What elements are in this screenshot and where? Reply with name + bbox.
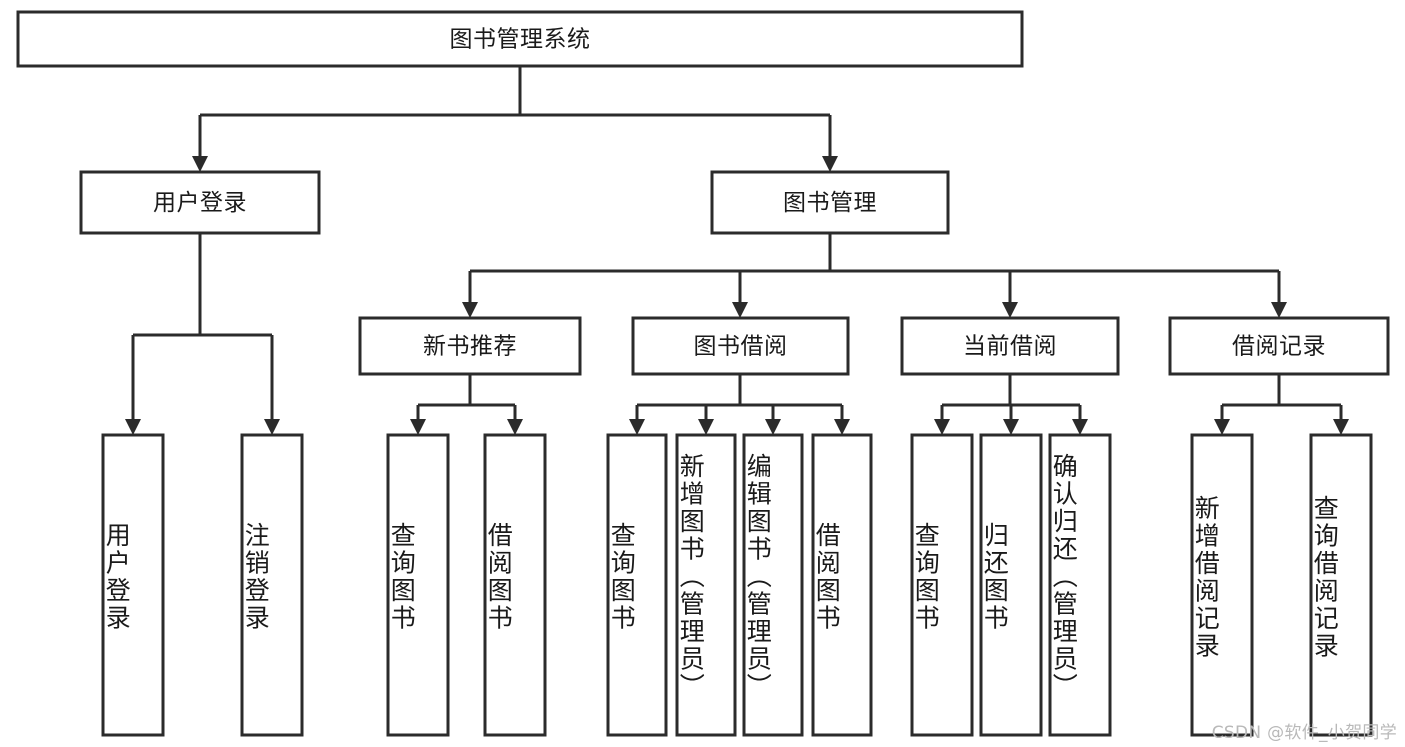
conn-bb-to-add-head <box>698 419 714 435</box>
conn-cb-to-query-head <box>934 419 950 435</box>
node-box-borrow-record[interactable] <box>1168 316 1390 376</box>
boxes-layer <box>16 10 1390 737</box>
conn-br-to-query <box>1333 405 1349 435</box>
conn-root-to-book-management-head <box>822 156 838 172</box>
node-box-leaf-query-borrow-record[interactable] <box>1309 433 1373 737</box>
conn-br-to-query-head <box>1333 419 1349 435</box>
conn-cb-to-return <box>1003 405 1019 435</box>
watermark-text: CSDN @软件_小贺同学 <box>1211 723 1397 743</box>
node-label-root: 图书管理系统 <box>450 27 591 53</box>
node-label-book-borrow: 图书借阅 <box>694 334 788 360</box>
conn-bb-to-borrow <box>834 405 850 435</box>
connectors-layer <box>125 66 1349 435</box>
node-box-new-book-recommend[interactable] <box>358 316 582 376</box>
conn-br-to-add-head <box>1214 419 1230 435</box>
conn-cb-to-confirm <box>1072 405 1088 435</box>
conn-ul-to-logout-head <box>264 419 280 435</box>
conn-ul-to-login <box>125 335 141 435</box>
conn-bm-to-record-head <box>1271 302 1287 318</box>
node-box-root[interactable] <box>16 10 1024 68</box>
node-box-leaf-borrow-book-recommend[interactable] <box>483 433 547 737</box>
conn-bb-to-query <box>629 405 645 435</box>
conn-rec-to-borrow-head <box>507 419 523 435</box>
node-box-leaf-query-book-recommend[interactable] <box>386 433 450 737</box>
conn-bb-to-add <box>698 405 714 435</box>
node-box-book-borrow[interactable] <box>631 316 850 376</box>
conn-cb-to-query <box>934 405 950 435</box>
conn-cb-to-return-head <box>1003 419 1019 435</box>
node-label-current-borrow: 当前借阅 <box>963 334 1057 360</box>
conn-cb-bus <box>942 374 1080 407</box>
conn-bm-to-record <box>1271 271 1287 318</box>
conn-bb-to-edit-head <box>765 419 781 435</box>
conn-root-to-user-login <box>192 115 208 172</box>
node-box-leaf-add-book-admin[interactable] <box>675 433 737 737</box>
conn-bm-to-current <box>1002 271 1018 318</box>
node-box-leaf-user-logout[interactable] <box>240 433 304 737</box>
conn-br-to-add <box>1214 405 1230 435</box>
conn-ul-bus <box>133 233 272 337</box>
conn-ul-to-login-head <box>125 419 141 435</box>
conn-rec-to-borrow <box>507 405 523 435</box>
node-box-leaf-edit-book-admin[interactable] <box>742 433 804 737</box>
conn-br-bus <box>1222 374 1341 407</box>
node-box-leaf-borrow-book[interactable] <box>811 433 873 737</box>
node-box-leaf-query-book-borrow[interactable] <box>606 433 668 737</box>
node-box-leaf-query-book-current[interactable] <box>910 433 974 737</box>
conn-root-bus <box>200 66 830 117</box>
conn-bm-to-current-head <box>1002 302 1018 318</box>
node-box-user-login[interactable] <box>79 170 321 235</box>
conn-bm-to-recommend-head <box>462 302 478 318</box>
node-box-book-management[interactable] <box>710 170 950 235</box>
conn-ul-to-logout <box>264 335 280 435</box>
node-box-leaf-add-borrow-record[interactable] <box>1190 433 1254 737</box>
node-box-leaf-return-book[interactable] <box>979 433 1043 737</box>
conn-rec-to-query <box>410 405 426 435</box>
node-label-book-management: 图书管理 <box>783 190 877 216</box>
conn-root-to-user-login-head <box>192 156 208 172</box>
node-label-new-book-recommend: 新书推荐 <box>423 334 517 360</box>
conn-bb-to-edit <box>765 405 781 435</box>
conn-bm-to-recommend <box>462 271 478 318</box>
conn-bm-to-borrow <box>732 271 748 318</box>
conn-rec-to-query-head <box>410 419 426 435</box>
conn-rec-bus <box>418 374 515 407</box>
node-label-user-login: 用户登录 <box>153 190 247 216</box>
conn-bb-to-query-head <box>629 419 645 435</box>
conn-bm-to-borrow-head <box>732 302 748 318</box>
node-box-current-borrow[interactable] <box>900 316 1120 376</box>
conn-root-to-book-management <box>822 115 838 172</box>
conn-bb-bus <box>637 374 842 407</box>
node-box-leaf-confirm-return-admin[interactable] <box>1048 433 1112 737</box>
conn-cb-to-confirm-head <box>1072 419 1088 435</box>
conn-bm-bus <box>470 233 1279 273</box>
node-label-borrow-record: 借阅记录 <box>1232 334 1326 360</box>
node-box-leaf-user-login[interactable] <box>101 433 165 737</box>
conn-bb-to-borrow-head <box>834 419 850 435</box>
